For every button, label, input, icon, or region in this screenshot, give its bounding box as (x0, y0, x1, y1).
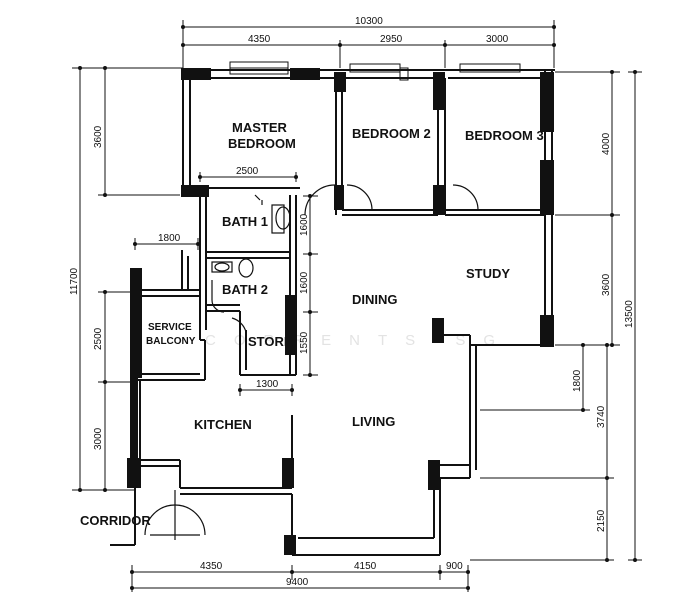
label-service-balcony-2: BALCONY (146, 336, 196, 347)
dim-balcony-width: 1800 (158, 233, 181, 244)
dim-left-total: 11700 (69, 267, 80, 295)
label-study: STUDY (466, 266, 510, 281)
dim-bottom-c: 900 (446, 561, 463, 572)
dim-right-a: 4000 (601, 132, 612, 155)
dim-inner-c: 1550 (299, 331, 310, 354)
windows (229, 61, 521, 81)
dim-store-width: 1300 (256, 379, 279, 390)
dim-right-b: 3600 (601, 273, 612, 296)
dimension-lines (72, 20, 642, 592)
dim-left-c: 3000 (93, 427, 104, 450)
dim-right-total: 13500 (624, 300, 635, 328)
dim-left-a: 3600 (93, 125, 104, 148)
dim-right-c: 1800 (572, 369, 583, 392)
dim-top-a: 4350 (248, 34, 271, 45)
dim-bath-width: 2500 (236, 166, 259, 177)
label-corridor: CORRIDOR (80, 513, 151, 528)
door-swings (144, 184, 479, 540)
dim-inner-b: 1600 (299, 271, 310, 294)
label-bedroom-3: BEDROOM 3 (465, 128, 544, 143)
dim-left-b: 2500 (93, 327, 104, 350)
label-bedroom-2: BEDROOM 2 (352, 126, 431, 141)
dim-top-total: 10300 (355, 16, 383, 27)
label-kitchen: KITCHEN (194, 417, 252, 432)
dimension-ticks (78, 25, 637, 590)
label-master-bedroom-2: BEDROOM (228, 136, 296, 151)
bathroom-fixtures (211, 204, 291, 313)
dim-right-e: 2150 (596, 509, 607, 532)
dim-inner-a: 1600 (299, 213, 310, 236)
label-master-bedroom-1: MASTER (232, 120, 288, 135)
dim-bottom-a: 4350 (200, 561, 223, 572)
walls-thick (127, 68, 554, 555)
label-bath-1: BATH 1 (222, 214, 268, 229)
dim-right-d: 3740 (596, 405, 607, 428)
dim-top-c: 3000 (486, 34, 509, 45)
watermark: CORRENTS SG (205, 332, 513, 349)
dim-bottom-b: 4150 (354, 561, 377, 572)
label-dining: DINING (352, 292, 398, 307)
label-bath-2: BATH 2 (222, 282, 268, 297)
label-store: STORE (248, 334, 293, 349)
dim-bottom-total: 9400 (286, 577, 309, 588)
label-service-balcony-1: SERVICE (148, 322, 192, 333)
dim-top-b: 2950 (380, 34, 403, 45)
label-living: LIVING (352, 414, 395, 429)
